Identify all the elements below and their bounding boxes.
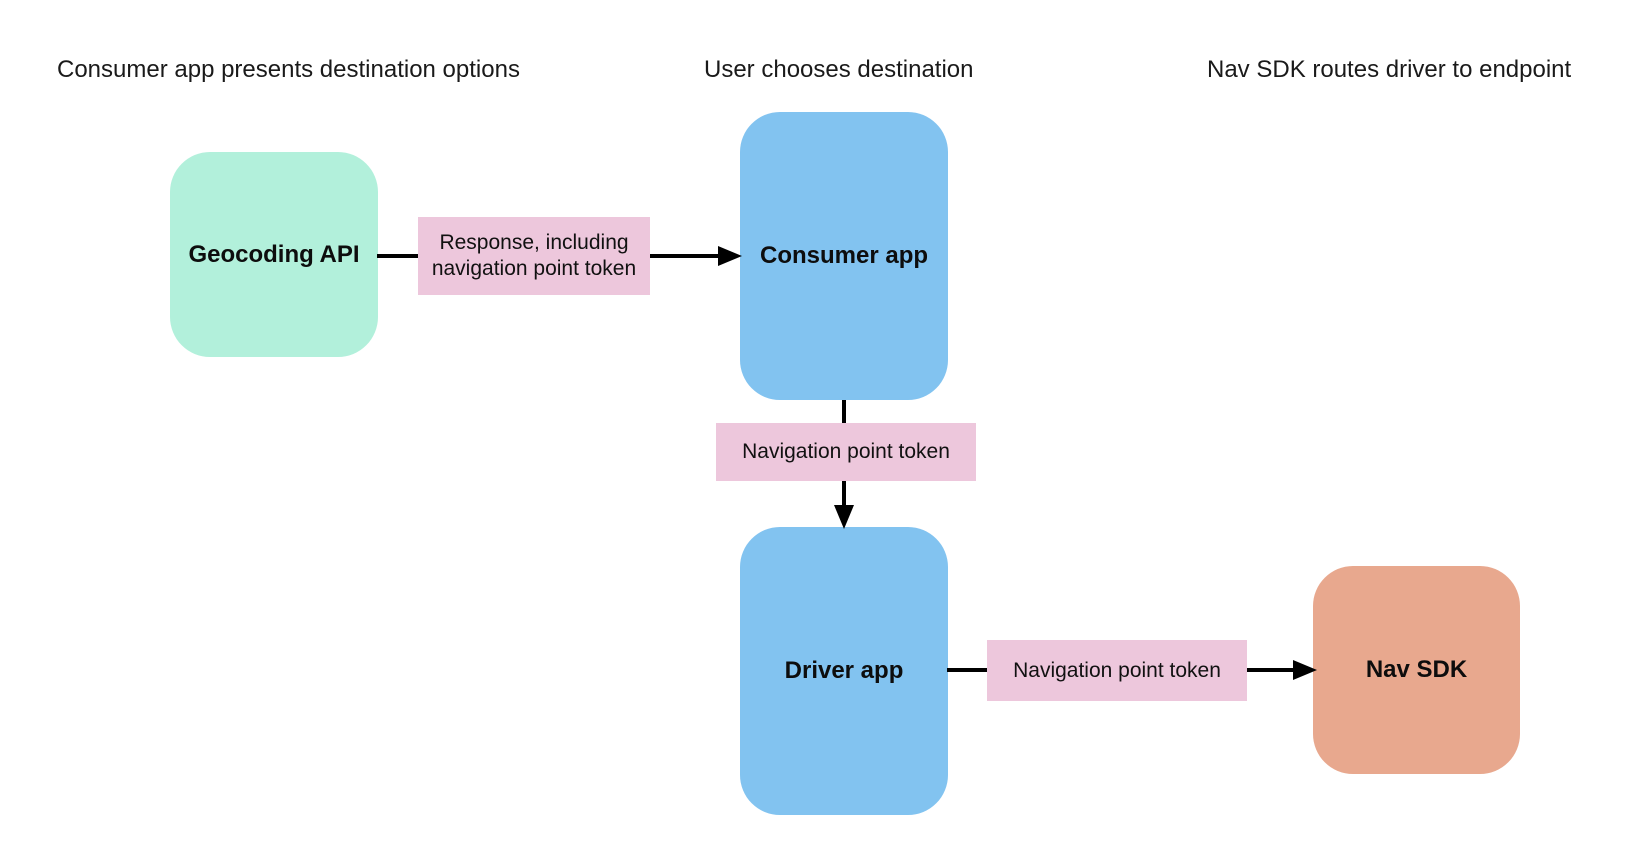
- node-geocoding-api: Geocoding API: [170, 152, 378, 357]
- node-nav-sdk: Nav SDK: [1313, 566, 1520, 774]
- arrowhead-down-icon: [834, 505, 854, 529]
- node-label-consumer-app: Consumer app: [759, 242, 929, 269]
- edge-label-response-token: Response, including navigation point tok…: [418, 217, 650, 295]
- phase-label-consumer-presents: Consumer app presents destination option…: [57, 56, 520, 83]
- phase-label-user-chooses: User chooses destination: [704, 56, 974, 83]
- node-driver-app: Driver app: [740, 527, 948, 815]
- node-label-driver-app: Driver app: [784, 657, 904, 684]
- arrowhead-right-icon: [1293, 660, 1317, 680]
- node-label-nav-sdk: Nav SDK: [1365, 656, 1468, 683]
- node-label-geocoding-api: Geocoding API: [188, 240, 360, 268]
- edge-label-navigation-point-token: Navigation point token: [716, 423, 976, 481]
- arrowhead-right-icon: [718, 246, 742, 266]
- node-consumer-app: Consumer app: [740, 112, 948, 400]
- phase-label-navsdk-routes: Nav SDK routes driver to endpoint: [1207, 56, 1572, 83]
- edge-label-navigation-point-token: Navigation point token: [987, 640, 1247, 701]
